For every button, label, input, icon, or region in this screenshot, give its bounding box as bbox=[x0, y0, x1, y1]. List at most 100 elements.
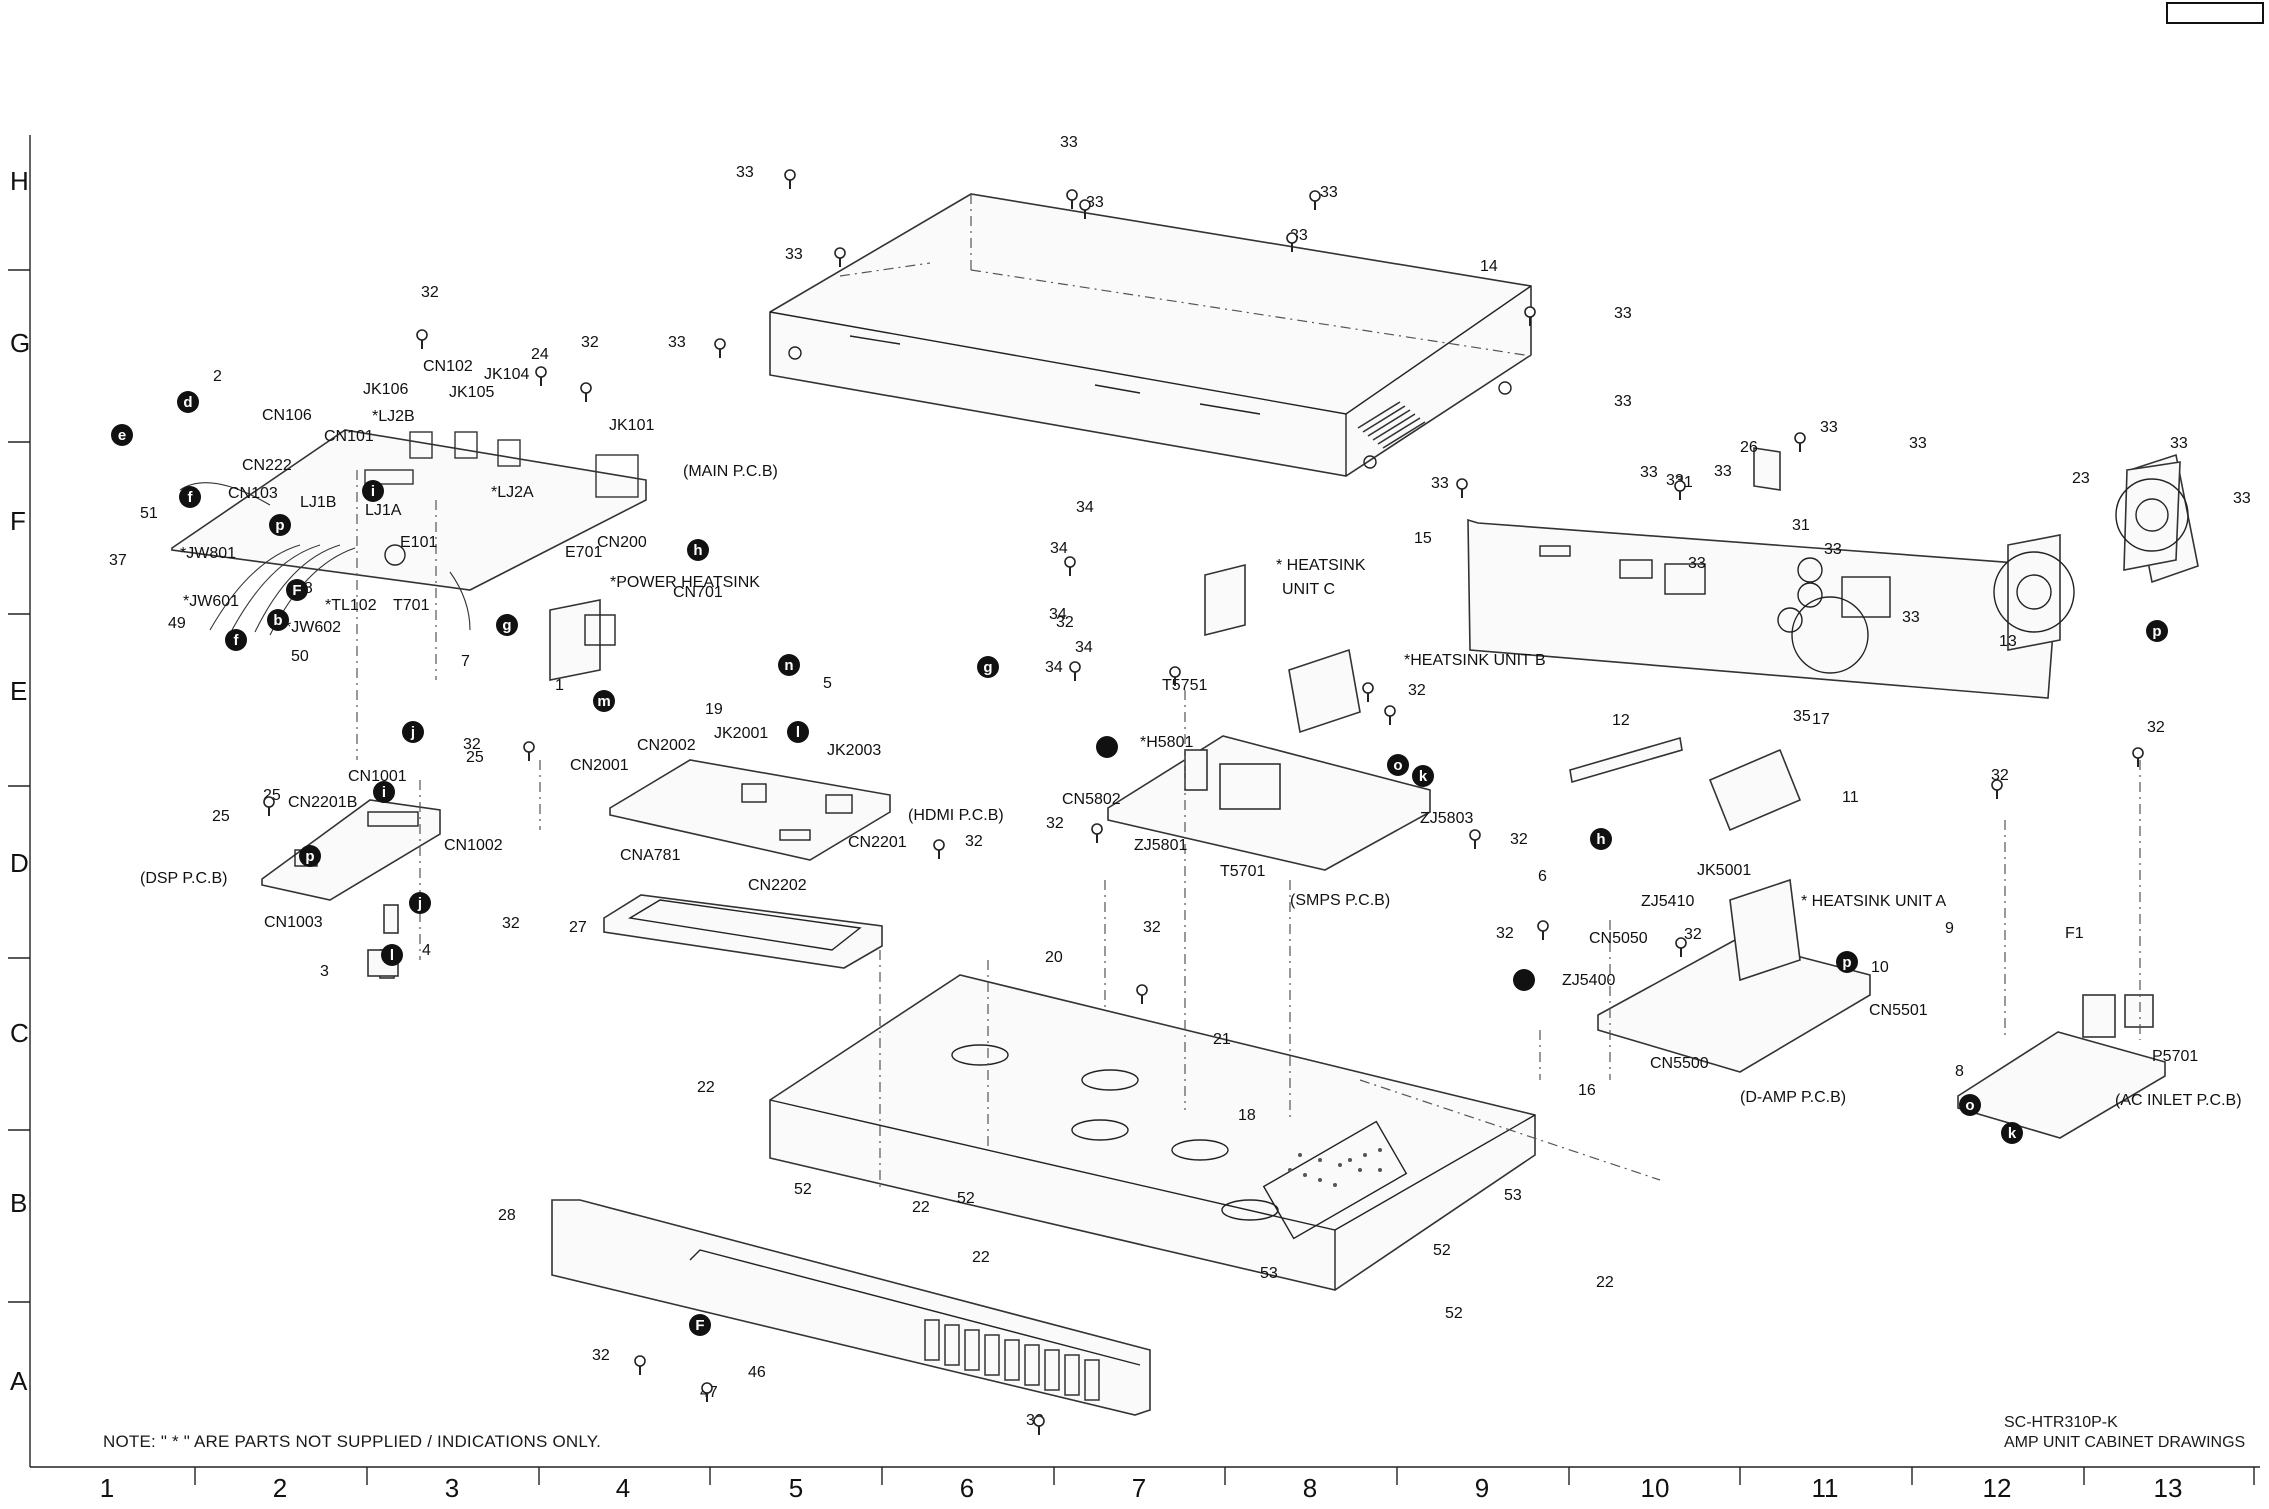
board-label-dsp: (DSP P.C.B) bbox=[140, 870, 227, 887]
screw-icon bbox=[1674, 480, 1686, 500]
part-number-15: 15 bbox=[1414, 530, 1432, 547]
part-number-32: 32 bbox=[502, 915, 520, 932]
part-number-32: 32 bbox=[2147, 719, 2165, 736]
grid-col-10: 10 bbox=[1641, 1473, 1670, 1503]
svg-text:h: h bbox=[693, 542, 702, 559]
part-number-12: 12 bbox=[1612, 712, 1630, 729]
part-number-1: 1 bbox=[555, 677, 564, 694]
board-label-smps: (SMPS P.C.B) bbox=[1290, 892, 1390, 909]
part-number-34: 34 bbox=[1050, 540, 1068, 557]
ref-cn103: CN103 bbox=[228, 485, 278, 502]
part-number-53: 53 bbox=[1260, 1265, 1278, 1282]
part-number-52: 52 bbox=[794, 1181, 812, 1198]
marker-p-icon: p bbox=[299, 845, 321, 867]
screw-icon bbox=[701, 1382, 713, 1402]
svg-text:k: k bbox=[1419, 768, 1428, 785]
ref-jk2003: JK2003 bbox=[827, 742, 881, 759]
part-number-20: 20 bbox=[1045, 949, 1063, 966]
part-number-33: 33 bbox=[1320, 184, 1338, 201]
part-number-10: 10 bbox=[1871, 959, 1889, 976]
svg-text:o: o bbox=[1965, 1097, 1974, 1114]
marker-e-icon: e bbox=[111, 424, 133, 446]
part-number-22: 22 bbox=[972, 1249, 990, 1266]
ref-e101: E101 bbox=[400, 534, 437, 551]
svg-text:f: f bbox=[234, 632, 240, 649]
marker-i-icon: i bbox=[362, 480, 384, 502]
part-number-32: 32 bbox=[1684, 926, 1702, 943]
screw-icon bbox=[263, 796, 275, 816]
part-number-25: 25 bbox=[466, 749, 484, 766]
part-number-33: 33 bbox=[2233, 490, 2251, 507]
ref-cn222: CN222 bbox=[242, 457, 292, 474]
part-number-33: 33 bbox=[668, 334, 686, 351]
part-number-23: 23 bbox=[2072, 470, 2090, 487]
screw-icon bbox=[1362, 682, 1374, 702]
svg-text:i: i bbox=[371, 483, 375, 500]
svg-text:l: l bbox=[796, 724, 800, 741]
screw-icon bbox=[1069, 661, 1081, 681]
part-number-11: 11 bbox=[1842, 789, 1859, 806]
callout-power_heatsink: *POWER HEATSINK bbox=[610, 574, 760, 591]
ref-zj5410: ZJ5410 bbox=[1641, 893, 1694, 910]
screw-icon bbox=[834, 247, 846, 267]
grid-row-a: A bbox=[10, 1366, 28, 1396]
part-number-32: 32 bbox=[1408, 682, 1426, 699]
part-number-52: 52 bbox=[957, 1190, 975, 1207]
marker-k-icon: k bbox=[1412, 765, 1434, 787]
grid-col-13: 13 bbox=[2154, 1473, 2183, 1503]
screw-icon bbox=[1469, 829, 1481, 849]
screw-icon bbox=[1064, 556, 1076, 576]
callout-heatsink_c_1: * HEATSINK bbox=[1276, 557, 1366, 574]
part-number-33: 33 bbox=[1614, 393, 1632, 410]
grid-row-e: E bbox=[10, 676, 27, 706]
marker-i-icon: i bbox=[373, 781, 395, 803]
marker-h-icon: h bbox=[687, 539, 709, 561]
svg-text:p: p bbox=[1842, 954, 1851, 971]
ref-t701: T701 bbox=[393, 597, 430, 614]
part-number-6: 6 bbox=[1538, 868, 1547, 885]
callout-heatsink_c_2: UNIT C bbox=[1282, 581, 1335, 598]
marker-k-icon: k bbox=[2001, 1122, 2023, 1144]
part-number-33: 33 bbox=[1902, 609, 1920, 626]
board-label-hdmi: (HDMI P.C.B) bbox=[908, 807, 1004, 824]
marker-p-icon: p bbox=[2146, 620, 2168, 642]
part-number-46: 46 bbox=[748, 1364, 766, 1381]
svg-text:j: j bbox=[410, 724, 415, 741]
ref-zj5801: ZJ5801 bbox=[1134, 837, 1187, 854]
ref-cn5501: CN5501 bbox=[1869, 1002, 1928, 1019]
grid-col-9: 9 bbox=[1475, 1473, 1489, 1503]
screw-icon bbox=[714, 338, 726, 358]
ref-h5801: *H5801 bbox=[1140, 734, 1193, 751]
marker-p-icon: p bbox=[1836, 951, 1858, 973]
part-number-33: 33 bbox=[1060, 134, 1078, 151]
screw-icon bbox=[1091, 823, 1103, 843]
grid-col-1: 1 bbox=[100, 1473, 114, 1503]
screw-icon bbox=[1136, 984, 1148, 1004]
marker-undefined-icon bbox=[1096, 736, 1118, 758]
marker-undefined-icon bbox=[1513, 969, 1535, 991]
board-label-main: (MAIN P.C.B) bbox=[683, 463, 778, 480]
power-heatsink bbox=[549, 599, 616, 681]
marker-f-icon: f bbox=[179, 486, 201, 508]
grid-col-6: 6 bbox=[960, 1473, 974, 1503]
ref-cn2201b: CN2201B bbox=[288, 794, 357, 811]
screw-icon bbox=[1794, 432, 1806, 452]
ref-jk101: JK101 bbox=[609, 417, 654, 434]
grid-row-g: G bbox=[10, 328, 30, 358]
part-number-52: 52 bbox=[1445, 1305, 1463, 1322]
part-number-33: 33 bbox=[1909, 435, 1927, 452]
part-number-33: 33 bbox=[1614, 305, 1632, 322]
part-number-32: 32 bbox=[965, 833, 983, 850]
screw-icon bbox=[535, 366, 547, 386]
ref-cn101: CN101 bbox=[324, 428, 374, 445]
part-number-22: 22 bbox=[1596, 1274, 1614, 1291]
screw-icon bbox=[523, 741, 535, 761]
marker-h-icon: h bbox=[1590, 828, 1612, 850]
part-number-32: 32 bbox=[1496, 925, 1514, 942]
marker-p-icon: p bbox=[269, 514, 291, 536]
ref-jw601: *JW601 bbox=[183, 593, 239, 610]
ref-jw602: *JW602 bbox=[285, 619, 341, 636]
part-number-19: 19 bbox=[705, 701, 723, 718]
